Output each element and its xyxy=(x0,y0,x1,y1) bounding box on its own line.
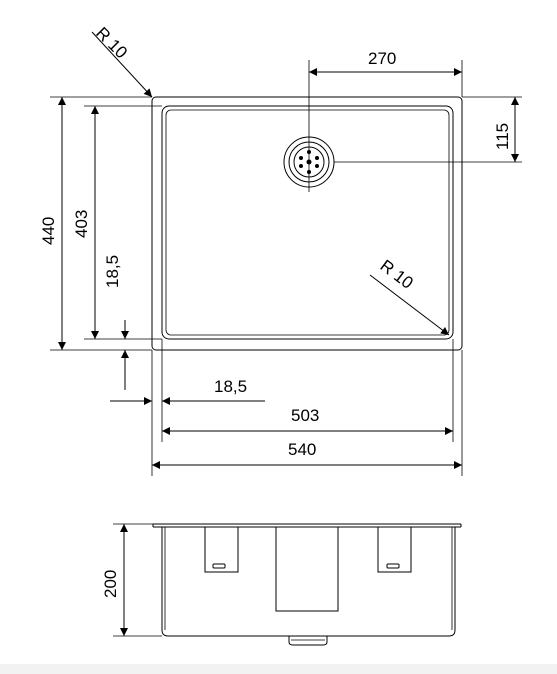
side-view: 200 xyxy=(101,523,462,646)
height-label: 200 xyxy=(101,570,120,598)
top-view: R 10 270 115 440 403 18,5 R 10 xyxy=(39,23,522,476)
radius-outer-leader xyxy=(91,31,153,98)
side-gap-vertical-label: 18,5 xyxy=(103,255,122,288)
drain-housing xyxy=(275,526,339,612)
radius-outer-label: R 10 xyxy=(92,23,131,62)
radius-inner-leader xyxy=(369,274,450,336)
outer-rim-outline xyxy=(151,96,463,351)
inner-depth-label: 403 xyxy=(72,210,91,238)
radius-inner-label: R 10 xyxy=(377,256,417,293)
drain-outlet-icon xyxy=(288,636,328,646)
outer-depth-label: 440 xyxy=(39,217,58,245)
inner-width-label: 503 xyxy=(291,406,319,425)
bowl-body-outline xyxy=(161,527,456,637)
inner-bowl-inset xyxy=(165,109,450,336)
outer-width-label: 540 xyxy=(288,440,316,459)
bottom-band xyxy=(0,664,557,674)
drain-from-top-label: 115 xyxy=(493,123,512,150)
inner-bowl-outline xyxy=(161,105,454,340)
drain-offset-label: 270 xyxy=(368,49,396,68)
side-gap-horizontal-label: 18,5 xyxy=(214,377,247,396)
right-mounting-bracket xyxy=(377,527,412,573)
left-mounting-bracket xyxy=(204,527,239,573)
